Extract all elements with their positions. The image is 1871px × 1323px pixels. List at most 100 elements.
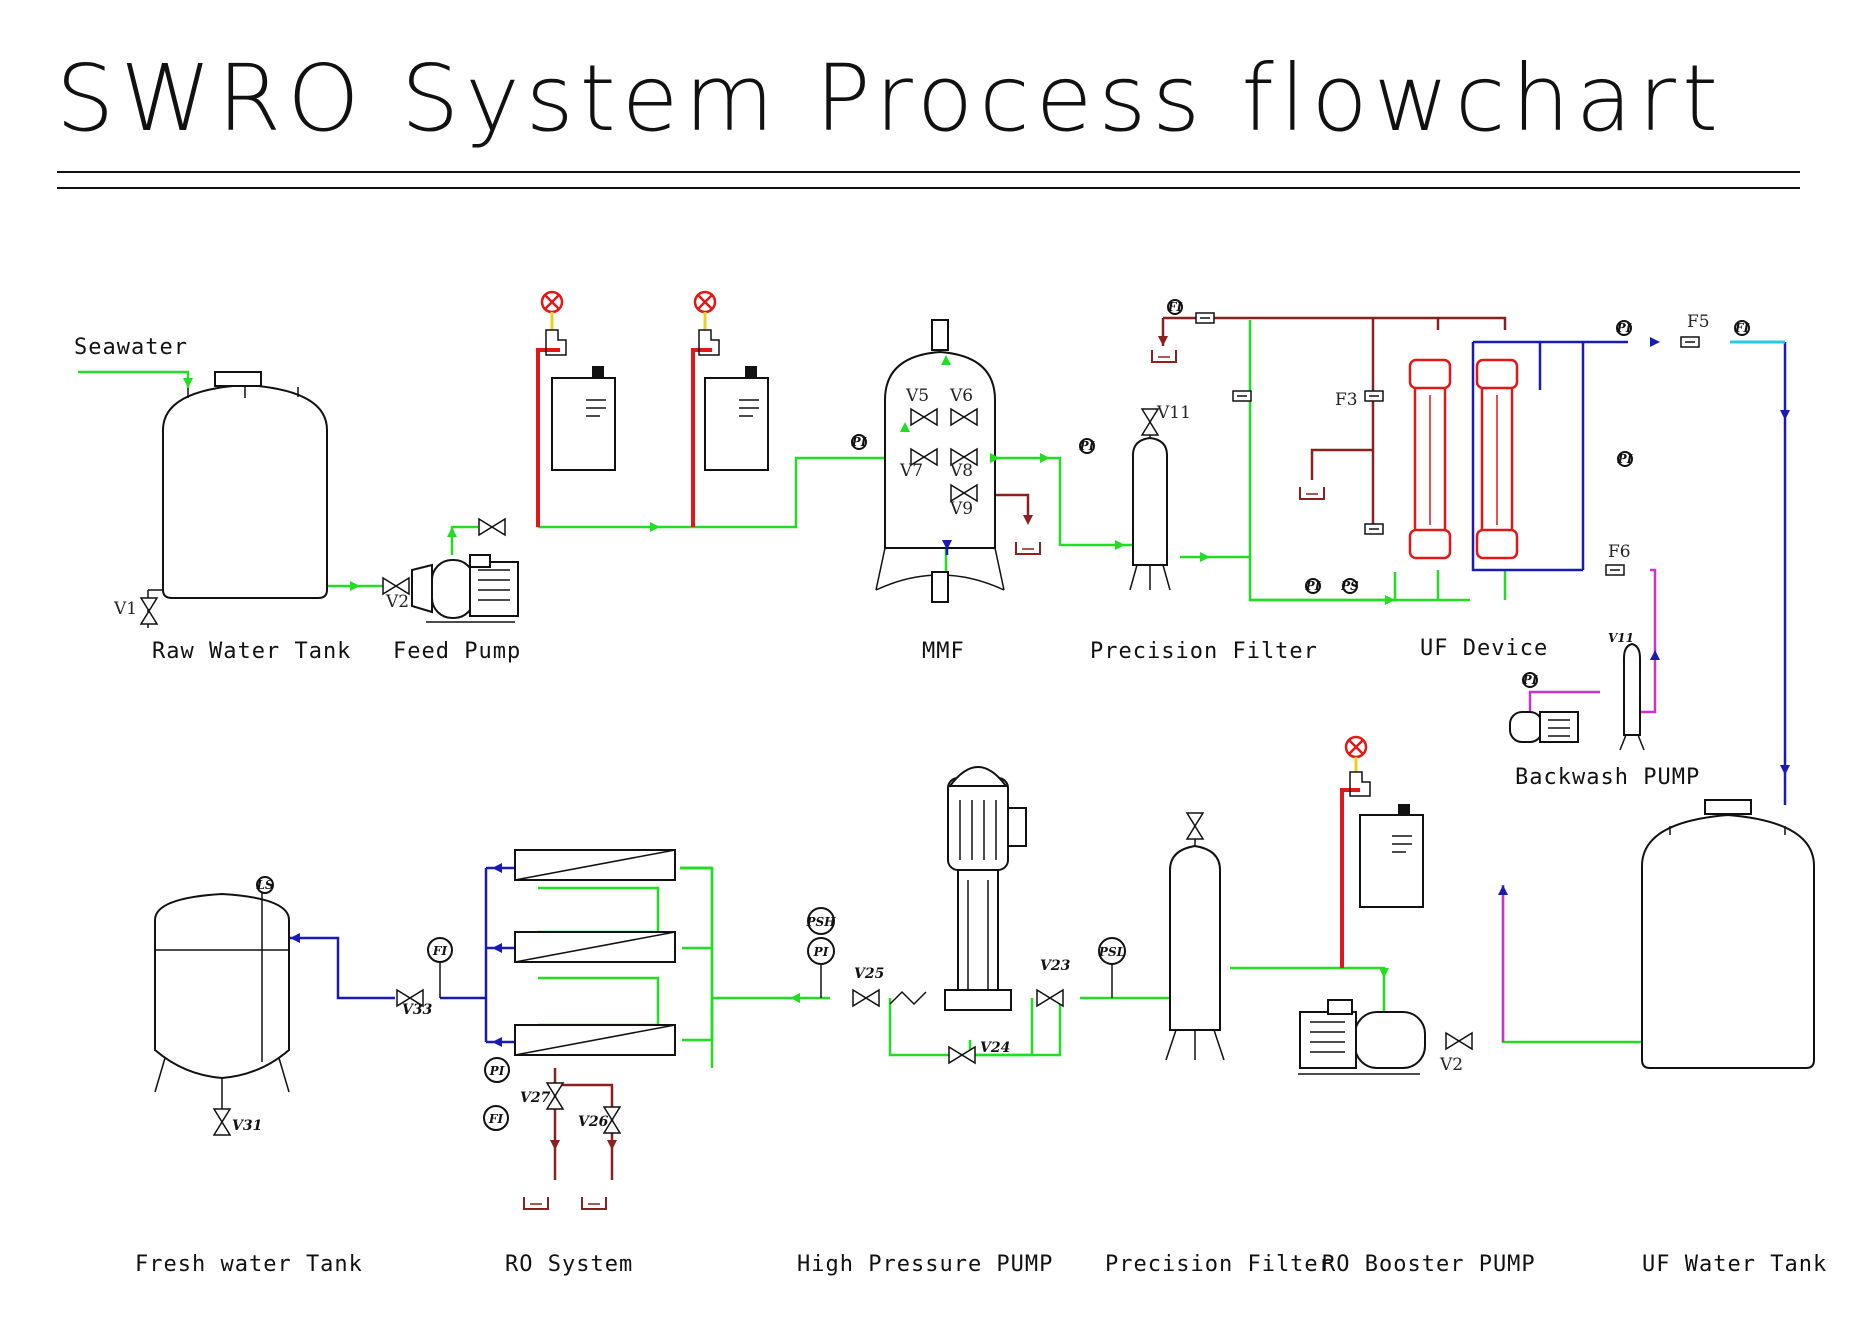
uf-device-label: UF Device <box>1420 636 1548 661</box>
valve-tag-v31: V31 <box>232 1118 262 1134</box>
fresh-water-tank[interactable] <box>154 888 290 1136</box>
instrument-tag-ls: LS <box>255 878 273 892</box>
instrument-tag-pi-ro-product: PI <box>489 1064 505 1078</box>
raw-water-tank[interactable] <box>140 371 328 628</box>
dosing-tank-2[interactable] <box>693 290 769 471</box>
dosing-tank-3[interactable] <box>1344 735 1424 908</box>
valve-tag-v23: V23 <box>1040 958 1071 974</box>
fresh-water-tank-label: Fresh water Tank <box>135 1252 363 1277</box>
valve-tag-v6: V6 <box>949 386 973 406</box>
flowmeter-top-drain[interactable] <box>1195 312 1215 324</box>
ro-drain-right <box>581 1196 607 1210</box>
precision-filter-bottom[interactable] <box>1165 812 1225 1061</box>
valve-tag-v11-backwash: V11 <box>1608 631 1634 645</box>
valve-tag-v33: V33 <box>402 1002 433 1018</box>
instrument-tag-pi-backwash: PI <box>1522 673 1538 687</box>
instrument-tag-pi-mmf-out: PI <box>1079 439 1095 453</box>
valve-tag-v25: V25 <box>854 966 884 982</box>
instrument-tag-pi-hp: PI <box>813 945 829 959</box>
flowmeter-f6[interactable] <box>1605 564 1625 576</box>
uf-flowmeter-f3[interactable] <box>1364 390 1384 402</box>
precision-filter-top[interactable] <box>1129 408 1171 591</box>
valve-v23[interactable] <box>1036 989 1064 1007</box>
check-valve-hp[interactable] <box>889 990 927 1006</box>
instrument-pi-uf-out[interactable]: PI <box>1616 320 1632 336</box>
dosing-tank-1[interactable] <box>540 290 616 471</box>
instrument-ls[interactable]: LS <box>255 876 274 894</box>
uf-water-tank-label: UF Water Tank <box>1642 1252 1827 1277</box>
instrument-tag-pi-mmf-in: PI <box>851 435 867 449</box>
flow-tag-f5: F5 <box>1687 312 1710 332</box>
uf-flowmeter-left[interactable] <box>1232 390 1252 402</box>
valve-tag-v1: V1 <box>113 599 137 619</box>
ro-drain-left <box>523 1196 549 1210</box>
valve-tag-v7: V7 <box>899 461 923 481</box>
seawater-label: Seawater <box>74 335 188 360</box>
ro-booster-pump-label: RO Booster PUMP <box>1322 1252 1536 1277</box>
instrument-tag-psh: PSH <box>805 915 836 929</box>
instrument-fi-uf-out[interactable]: FI <box>1734 320 1750 336</box>
instrument-psh[interactable]: PSH <box>805 907 836 935</box>
valve-v25[interactable] <box>852 989 880 1007</box>
instrument-pi-uf-mid[interactable]: PI <box>1617 451 1633 467</box>
mmf-label: MMF <box>922 639 965 664</box>
flow-tag-f6: F6 <box>1608 542 1631 562</box>
ro-booster-pump[interactable] <box>1298 999 1473 1075</box>
valve-tag-v11-top: V11 <box>1156 403 1191 423</box>
instrument-psl[interactable]: PSL <box>1098 937 1126 998</box>
top-drain-icon <box>1151 349 1177 363</box>
mmf-vessel[interactable] <box>875 319 1005 603</box>
instrument-pi-hp[interactable]: PI <box>807 937 835 998</box>
flowmeter-f5[interactable] <box>1680 336 1700 348</box>
instrument-tag-psl: PSL <box>1098 945 1125 959</box>
ro-system-label: RO System <box>505 1252 633 1277</box>
uf-flowmeter-mid[interactable] <box>1364 523 1384 535</box>
instrument-tag-pi-uf-in: PI <box>1305 579 1321 593</box>
high-pressure-pump-label: High Pressure PUMP <box>797 1252 1053 1277</box>
instrument-tag-fi-ro: FI <box>432 944 448 958</box>
valve-tag-v24: V24 <box>980 1040 1010 1056</box>
instrument-pi-ro-product[interactable]: PI <box>484 1057 510 1083</box>
valve-tag-v9: V9 <box>949 499 973 519</box>
feed-check-valve[interactable] <box>478 518 506 536</box>
instrument-tag-fi-drain: FI <box>1167 300 1183 314</box>
instrument-tag-pi-uf-out: PI <box>1616 321 1632 335</box>
uf-drain-icon <box>1299 486 1325 500</box>
valve-v24[interactable] <box>948 1046 976 1064</box>
precision-filter-bottom-label: Precision Filter <box>1105 1252 1333 1277</box>
instrument-fi-ro[interactable]: FI <box>427 937 453 998</box>
uf-water-tank[interactable] <box>1641 799 1815 1069</box>
ro-system[interactable] <box>514 849 676 1056</box>
high-pressure-pump[interactable] <box>944 766 1027 1011</box>
raw-water-tank-label: Raw Water Tank <box>152 639 351 664</box>
mmf-drain-icon <box>1015 541 1041 555</box>
instrument-fi-concentrate[interactable]: FI <box>483 1105 509 1131</box>
instrument-tag-pi-uf-mid: PI <box>1617 452 1633 466</box>
dosing-lines-red <box>536 348 1360 968</box>
instrument-pi-mmf-out[interactable]: PI <box>1079 438 1095 454</box>
valve-tag-v5: V5 <box>905 386 929 406</box>
flow-tag-f3: F3 <box>1335 390 1358 410</box>
flow-arrows <box>183 336 1790 1150</box>
instrument-tag-ps-uf-in: PS <box>1340 579 1359 593</box>
instrument-pi-backwash[interactable]: PI <box>1522 672 1538 688</box>
valve-tag-v2-booster: V2 <box>1439 1055 1463 1075</box>
valve-tag-v27: V27 <box>520 1090 551 1106</box>
instrument-pi-uf-in[interactable]: PI <box>1305 578 1321 594</box>
backwash-pump-label: Backwash PUMP <box>1515 765 1700 790</box>
uf-device[interactable] <box>1408 358 1519 560</box>
valve-tag-v26: V26 <box>578 1114 609 1130</box>
instrument-ps-uf-in[interactable]: PS <box>1340 578 1359 594</box>
valve-tag-v2-feed: V2 <box>385 592 409 612</box>
instrument-tag-fi-concentrate: FI <box>488 1112 504 1126</box>
page-title: SWRO System Process flowchart <box>56 45 1724 152</box>
precision-filter-top-label: Precision Filter <box>1090 639 1318 664</box>
backwash-pump[interactable] <box>1509 642 1645 751</box>
feed-line-green <box>78 320 1642 1068</box>
feed-pump-label: Feed Pump <box>393 639 521 664</box>
feed-pump[interactable] <box>382 554 519 623</box>
instrument-pi-mmf-in[interactable]: PI <box>851 434 867 450</box>
valve-tag-v8: V8 <box>949 461 973 481</box>
instrument-tag-fi-uf-out: FI <box>1734 321 1750 335</box>
instrument-fi-drain[interactable]: FI <box>1167 299 1183 315</box>
